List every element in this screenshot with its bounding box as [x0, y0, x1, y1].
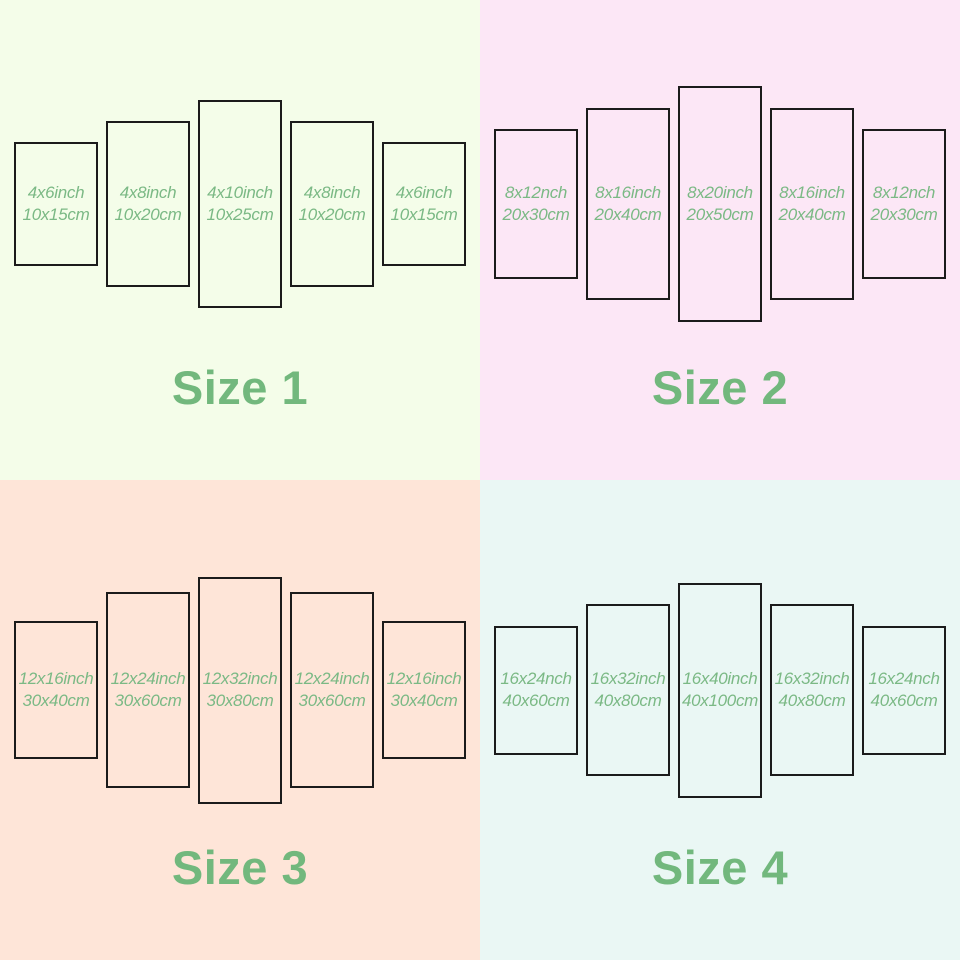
panel-size-cm: 30x40cm [22, 691, 90, 710]
canvas-panel: 12x24inch 30x60cm [290, 592, 374, 788]
panel-size-cm: 40x100cm [681, 691, 759, 710]
panel-size-cm: 30x40cm [390, 691, 458, 710]
canvas-panel: 12x24inch 30x60cm [106, 592, 190, 788]
canvas-panel: 16x40inch 40x100cm [678, 582, 762, 798]
canvas-panel: 4x8inch 10x20cm [106, 121, 190, 287]
size-2-label: Size 2 [651, 361, 789, 414]
panel-size-cm: 10x20cm [298, 205, 366, 224]
panel-size-inch: 12x16inch [18, 669, 94, 688]
panel-size-cm: 30x80cm [206, 691, 274, 710]
panel-size-inch: 4x10inch [207, 183, 273, 202]
panel-size-inch: 4x8inch [303, 183, 361, 202]
panel-size-inch: 12x32inch [202, 669, 278, 688]
panel-size-cm: 20x50cm [686, 205, 754, 224]
panel-size-inch: 8x16inch [779, 183, 845, 202]
panel-group-size-1: 4x6inch 10x15cm 4x8inch 10x20cm 4x10inch 10x2… [0, 0, 480, 408]
canvas-panel: 4x10inch 10x25cm [198, 100, 282, 308]
panel-size-cm: 10x20cm [114, 205, 182, 224]
panel-size-inch: 16x32inch [590, 669, 666, 688]
panel-size-inch: 16x24nch [868, 669, 940, 688]
panel-size-inch: 4x8inch [119, 183, 177, 202]
size-option-2: 8x12nch 20x30cm 8x16inch 20x40cm 8x20inch 20x… [480, 0, 960, 480]
panel-size-inch: 16x32inch [774, 669, 850, 688]
panel-size-cm: 20x40cm [594, 205, 662, 224]
size-4-label: Size 4 [651, 841, 789, 894]
panel-size-inch: 4x6inch [395, 183, 453, 202]
panel-size-cm: 30x60cm [298, 691, 366, 710]
panel-size-cm: 40x60cm [870, 691, 938, 710]
panel-size-inch: 8x20inch [687, 183, 753, 202]
panel-size-inch: 8x12nch [504, 183, 568, 202]
canvas-panel: 8x12nch 20x30cm [494, 129, 578, 279]
panel-size-inch: 16x40inch [682, 669, 758, 688]
panel-size-cm: 20x30cm [502, 205, 570, 224]
panel-size-cm: 20x30cm [870, 205, 938, 224]
canvas-panel: 4x6inch 10x15cm [382, 142, 466, 266]
canvas-panel: 4x8inch 10x20cm [290, 121, 374, 287]
canvas-panel: 16x32inch 40x80cm [770, 604, 854, 776]
panel-size-inch: 4x6inch [27, 183, 85, 202]
canvas-panel: 12x16inch 30x40cm [14, 621, 98, 759]
panel-size-cm: 40x80cm [594, 691, 662, 710]
panel-group-size-3: 12x16inch 30x40cm 12x24inch 30x60cm 12x32inc… [0, 480, 480, 900]
panel-group-size-4: 16x24nch 40x60cm 16x32inch 40x80cm 16x40inch… [480, 480, 960, 900]
canvas-panel: 8x20inch 20x50cm [678, 86, 762, 322]
size-option-1: 4x6inch 10x15cm 4x8inch 10x20cm 4x10inch 10x2… [0, 0, 480, 480]
panel-size-inch: 12x24inch [110, 669, 186, 688]
panel-size-inch: 12x16inch [386, 669, 462, 688]
panel-size-inch: 12x24inch [294, 669, 370, 688]
panel-size-cm: 20x40cm [778, 205, 846, 224]
canvas-panel: 16x24nch 40x60cm [862, 625, 946, 755]
size-3-label: Size 3 [171, 841, 309, 894]
panel-size-cm: 10x15cm [22, 205, 90, 224]
canvas-panel: 12x16inch 30x40cm [382, 621, 466, 759]
panel-size-cm: 10x25cm [206, 205, 274, 224]
panel-group-size-2: 8x12nch 20x30cm 8x16inch 20x40cm 8x20inch 20x… [480, 0, 960, 408]
panel-size-inch: 8x12nch [872, 183, 936, 202]
panel-size-inch: 8x16inch [595, 183, 661, 202]
size-option-4: 16x24nch 40x60cm 16x32inch 40x80cm 16x40inch… [480, 480, 960, 960]
panel-size-cm: 10x15cm [390, 205, 458, 224]
canvas-panel: 4x6inch 10x15cm [14, 142, 98, 266]
canvas-panel: 8x16inch 20x40cm [770, 108, 854, 300]
canvas-panel: 16x32inch 40x80cm [586, 604, 670, 776]
panel-size-cm: 40x60cm [502, 691, 570, 710]
canvas-panel: 8x16inch 20x40cm [586, 108, 670, 300]
canvas-panel: 12x32inch 30x80cm [198, 576, 282, 804]
panel-size-cm: 30x60cm [114, 691, 182, 710]
canvas-panel: 16x24nch 40x60cm [494, 625, 578, 755]
canvas-panel: 8x12nch 20x30cm [862, 129, 946, 279]
size-1-label: Size 1 [171, 361, 309, 414]
panel-size-inch: 16x24nch [500, 669, 572, 688]
size-option-3: 12x16inch 30x40cm 12x24inch 30x60cm 12x32inc… [0, 480, 480, 960]
panel-size-cm: 40x80cm [778, 691, 846, 710]
